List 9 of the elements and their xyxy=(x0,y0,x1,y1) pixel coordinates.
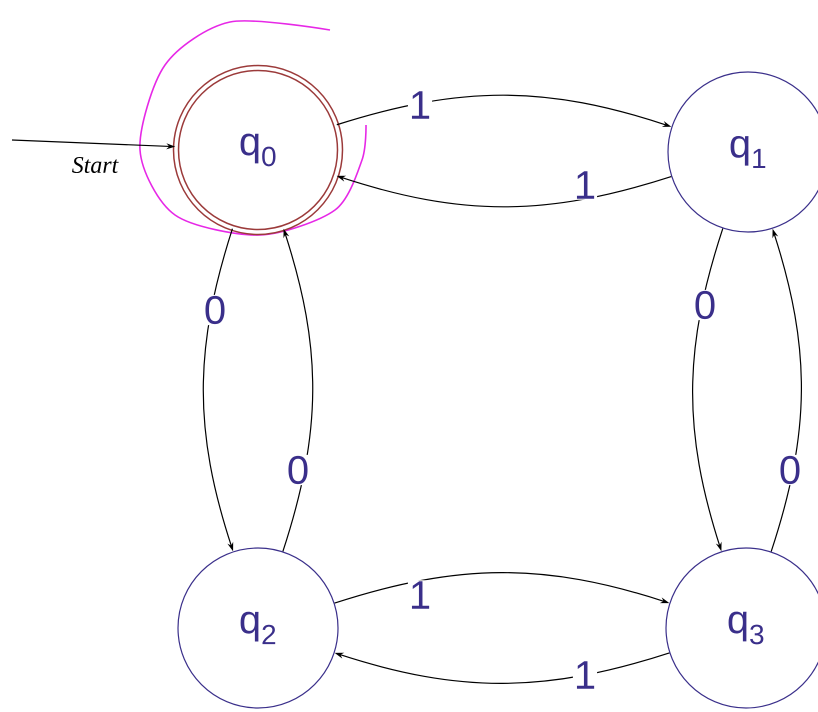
edge-label: 0 xyxy=(778,454,802,486)
edge-label: 1 xyxy=(408,580,432,610)
edge-label: 1 xyxy=(408,90,432,120)
edge-label: 0 xyxy=(286,454,310,486)
edge-label: 1 xyxy=(572,170,598,200)
edge-label: 0 xyxy=(202,294,228,326)
edge-label: Start xyxy=(70,156,120,174)
edge-label: 1 xyxy=(572,660,598,690)
edge-label: 0 xyxy=(692,290,718,320)
